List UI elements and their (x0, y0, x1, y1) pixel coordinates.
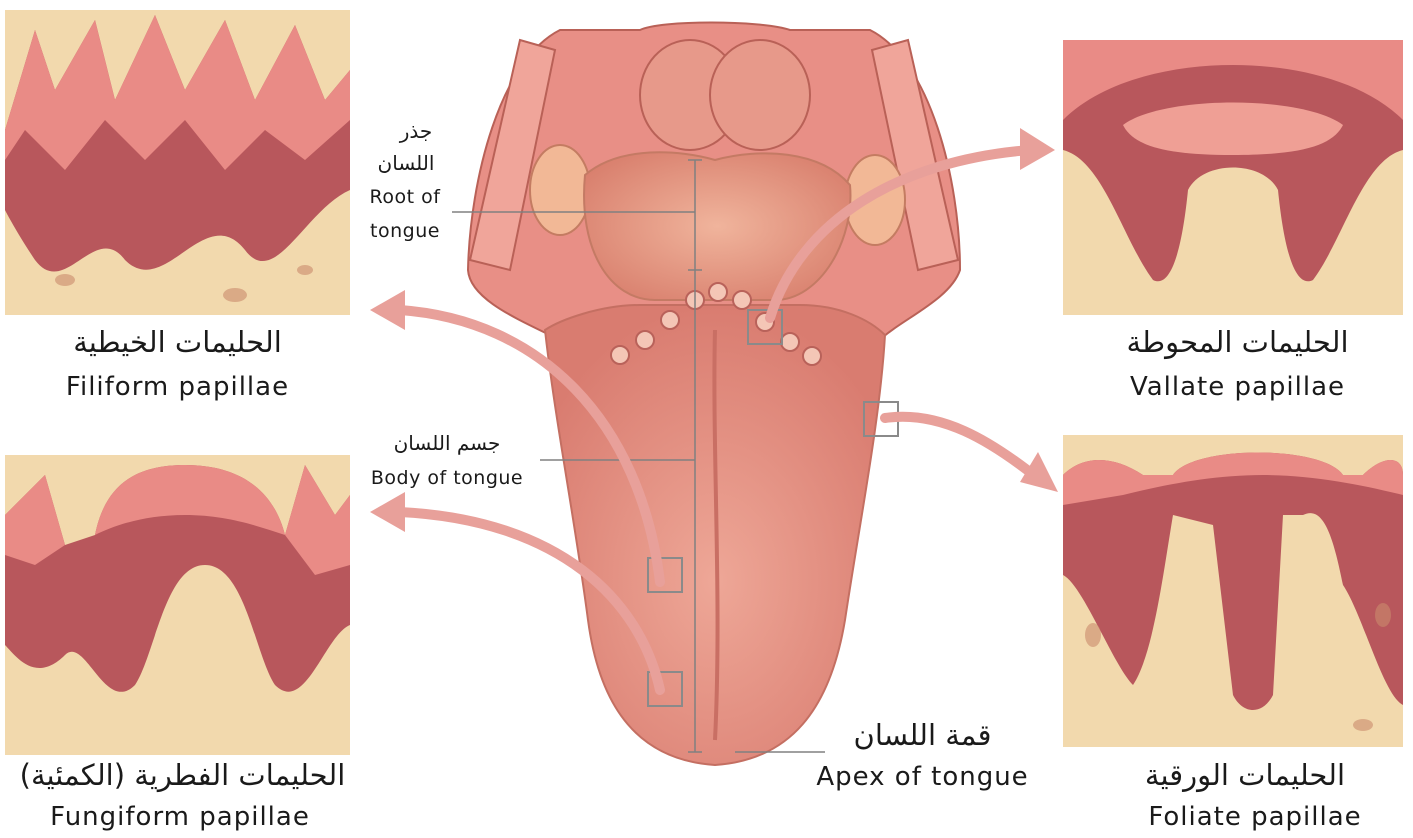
apex-label-ar: قمة اللسان (835, 718, 1010, 752)
apex-label-en: Apex of tongue (795, 760, 1050, 794)
fungiform-label-en: Fungiform papillae (20, 800, 340, 834)
root-label-en-2: tongue (355, 218, 455, 244)
vallate-papillae-panel (1063, 40, 1403, 315)
fungiform-label-ar: الحليمات الفطرية (الكمئية) (10, 758, 355, 792)
root-label-en-1: Root of (355, 184, 455, 210)
body-label-ar: جسم اللسان (372, 430, 522, 456)
filiform-label-en: Filiform papillae (20, 370, 335, 404)
body-label-en: Body of tongue (352, 465, 542, 491)
vallate-label-en: Vallate papillae (1085, 370, 1390, 404)
foliate-illustration (1063, 435, 1403, 747)
foliate-papillae-panel (1063, 435, 1403, 747)
filiform-papillae-panel (5, 10, 350, 315)
filiform-illustration (5, 10, 350, 315)
root-label-ar-2: اللسان (360, 150, 452, 176)
filiform-label-ar: الحليمات الخيطية (35, 325, 320, 359)
foliate-label-ar: الحليمات الورقية (1120, 758, 1370, 792)
fungiform-illustration (5, 455, 350, 755)
vallate-label-ar: الحليمات المحوطة (1090, 325, 1385, 359)
foliate-label-en: Foliate papillae (1110, 800, 1400, 834)
vallate-illustration (1063, 40, 1403, 315)
root-label-ar-1: جذر (380, 118, 452, 144)
fungiform-papillae-panel (5, 455, 350, 755)
